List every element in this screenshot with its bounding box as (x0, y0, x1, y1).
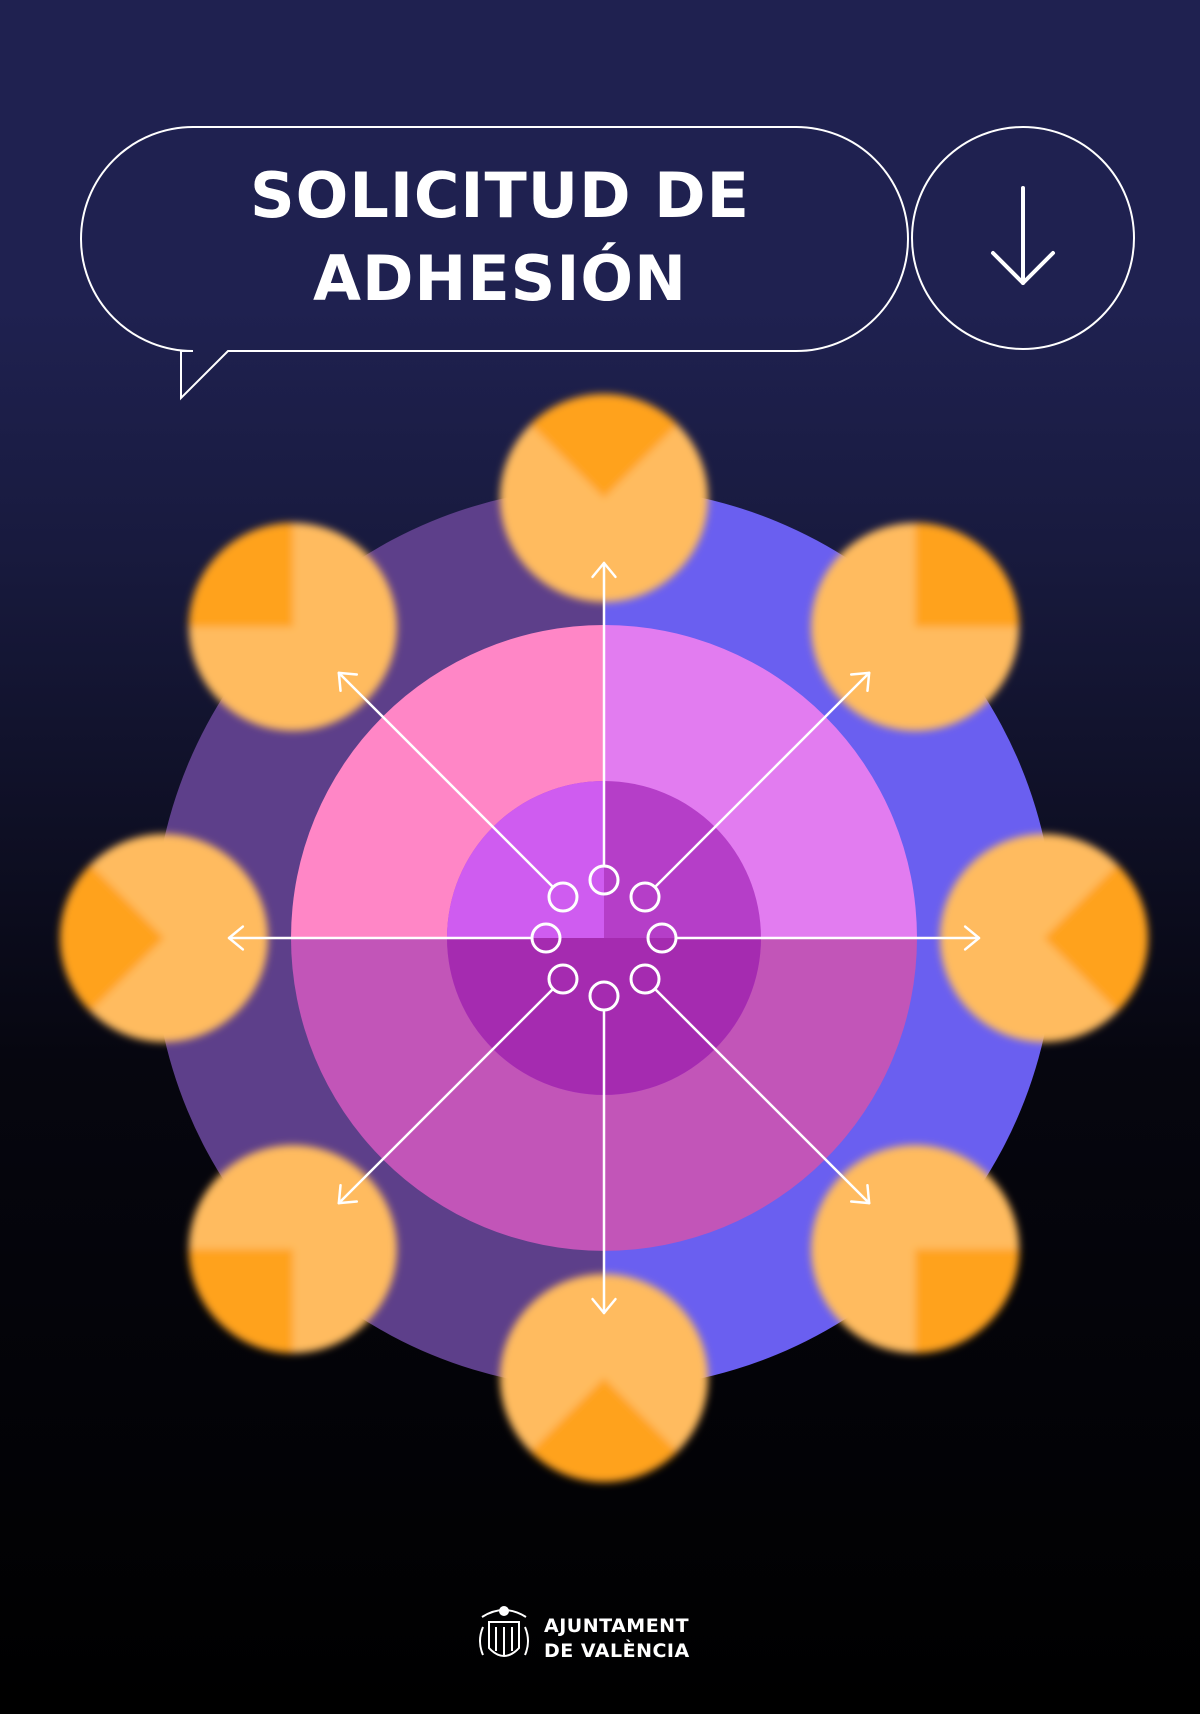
hub-circle-right (646, 922, 678, 954)
arrow-bottom (591, 1008, 617, 1315)
radial-arrows (227, 561, 981, 1315)
hub-circles (530, 864, 678, 1012)
hub-circle-top-right (629, 881, 661, 913)
logo-text-line-2: DE VALÈNCIA (544, 1640, 690, 1662)
satellite-bottom (500, 1274, 708, 1482)
hub-circle-bottom-left (547, 963, 579, 995)
satellite-right (940, 834, 1148, 1042)
logo-text-line-1: AJUNTAMENT (544, 1615, 690, 1637)
satellite-left (59, 834, 268, 1042)
title-line-1: SOLICITUD DE (249, 159, 750, 232)
title-line-2: ADHESIÓN (312, 242, 687, 315)
arrow-top-right (653, 671, 871, 889)
arrow-top (591, 561, 617, 868)
title-speech-bubble (80, 126, 909, 401)
hub-circle-bottom (588, 980, 620, 1012)
arrow-bottom-left (337, 987, 555, 1205)
arrow-down-icon (991, 186, 1055, 285)
arrow-left (227, 925, 534, 951)
satellite-top (500, 394, 708, 602)
hub-circle-bottom-right (629, 963, 661, 995)
download-button[interactable] (911, 126, 1135, 350)
hub-circle-top (588, 864, 620, 896)
arrow-bottom-right (653, 987, 871, 1205)
hub-circle-left (530, 922, 562, 954)
city-coat-of-arms-icon (479, 1606, 529, 1657)
arrow-right (674, 925, 981, 951)
arrow-top-left (337, 671, 555, 889)
hub-circle-top-left (547, 881, 579, 913)
